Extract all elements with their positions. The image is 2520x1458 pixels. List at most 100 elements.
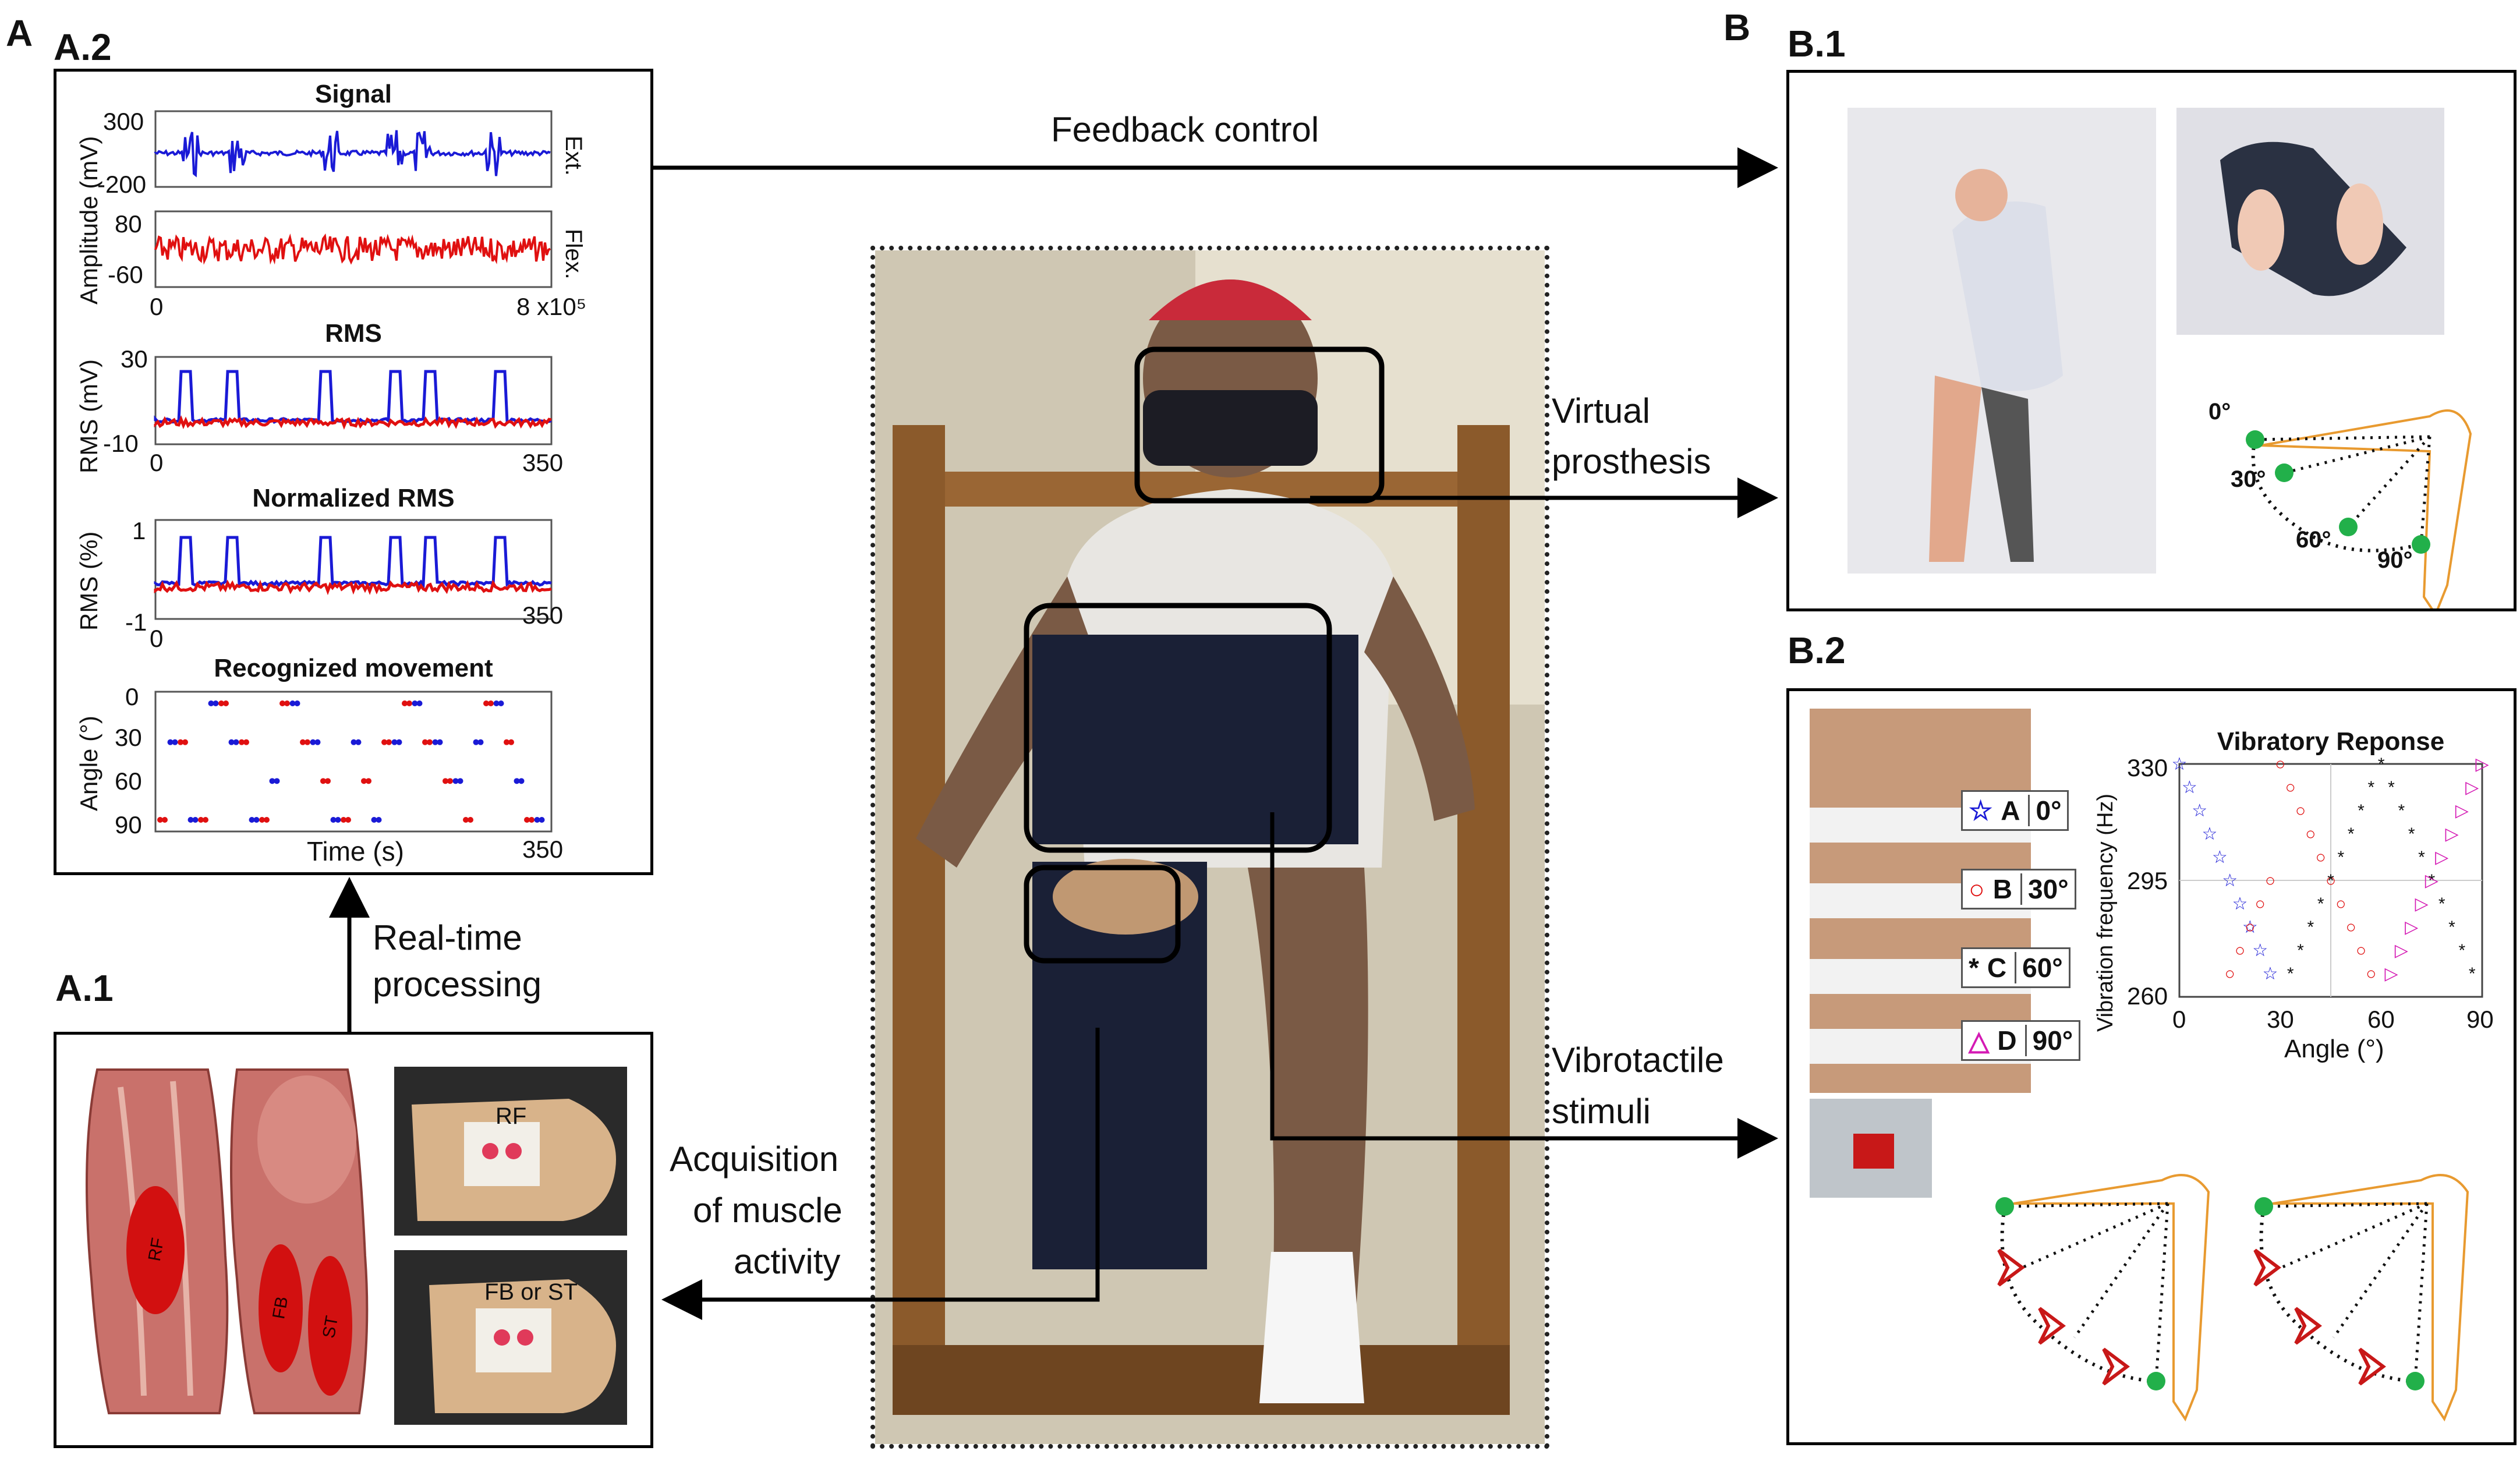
panel-label-a2: A.2 (54, 26, 112, 68)
chair-frame-left (893, 425, 945, 1415)
b1-angle-arc (2251, 439, 2422, 553)
subject-vr-headset (1143, 390, 1318, 466)
vib-point-d: ▷ (2455, 801, 2469, 820)
vib-point-c: * (2337, 848, 2344, 867)
flex-tick-bottom: -60 (108, 261, 143, 288)
move-dot (443, 778, 448, 784)
move-dot (300, 739, 306, 745)
vib-point-c: * (2438, 894, 2445, 914)
move-dot (504, 739, 509, 745)
move-dot (473, 739, 479, 745)
rms-axes (154, 356, 553, 445)
b2-vibro-svg: ☆☆☆☆☆☆☆☆☆☆○○○○○○○○○○○○○○○***************… (1810, 709, 2489, 1422)
vib-point-c: * (2458, 941, 2465, 960)
move-xtick-350: 350 (522, 836, 564, 863)
move-dot (493, 700, 500, 706)
highlight-stump (1024, 865, 1181, 964)
legend-letter: B (1992, 874, 2013, 904)
move-dot (355, 739, 362, 745)
b2-leg2-ray-90 (2413, 1203, 2429, 1382)
subject-right-arm (1364, 576, 1475, 821)
move-ytick-90: 90 (115, 811, 142, 838)
rms-ylabel: RMS (mV) (75, 359, 102, 473)
caption-acquisition-1: Acquisition (670, 1139, 839, 1179)
vib-point-c: * (2418, 848, 2425, 867)
vib-point-d: ▷ (2435, 848, 2448, 867)
vib-point-d: ▷ (2445, 824, 2458, 844)
vib-point-c: * (2448, 918, 2455, 937)
highlight-belt (1024, 603, 1332, 853)
b2-leg2-outline (2272, 1174, 2469, 1422)
move-dot (335, 817, 341, 823)
move-dot (498, 700, 504, 706)
move-dot (529, 817, 535, 823)
move-ytick-0: 0 (125, 683, 139, 710)
b1-ray-0 (2254, 435, 2430, 441)
b2-leg2-sensor-end (2406, 1372, 2425, 1390)
b2-leg2-ray-0 (2263, 1202, 2427, 1208)
move-dot (274, 778, 280, 784)
caption-vibro-2: stimuli (1552, 1092, 1651, 1131)
vib-point-c: * (2317, 894, 2324, 914)
avatar-hand-right-2 (2337, 183, 2383, 265)
move-dot (279, 700, 285, 706)
rms-ytick-bottom: -10 (103, 430, 139, 457)
vib-ytick-295: 295 (2127, 867, 2168, 894)
caption-feedback: Feedback control (1051, 110, 1319, 149)
move-dot (402, 700, 408, 706)
move-dot (213, 700, 219, 706)
move-dot (218, 700, 224, 706)
nrms-axes (154, 519, 553, 620)
legend-letter: A (2001, 795, 2020, 826)
b2-leg1-ray-90 (2154, 1203, 2169, 1382)
chair-frame-right (1457, 425, 1510, 1415)
vib-point-c: * (2367, 778, 2374, 797)
nrms-ytick-top: 1 (132, 517, 146, 544)
b2-leg2-tactor-2 (2294, 1307, 2322, 1345)
vib-xtick-90: 90 (2466, 1006, 2494, 1033)
move-dot (162, 817, 168, 823)
caption-acquisition-2: of muscle (693, 1191, 843, 1230)
vib-points: ☆☆☆☆☆☆☆☆☆☆○○○○○○○○○○○○○○○***************… (2172, 755, 2489, 983)
move-dot (366, 778, 371, 784)
vib-point-b: ○ (2316, 848, 2326, 867)
move-dot (203, 817, 208, 823)
a1-muscles-svg (86, 1067, 627, 1425)
move-dot (314, 739, 321, 745)
vib-point-a: ☆ (2222, 871, 2238, 890)
move-dot (178, 739, 183, 745)
caption-realtime-2: processing (373, 965, 542, 1004)
vib-point-b: ○ (2335, 894, 2346, 914)
vib-point-b: ○ (2275, 755, 2285, 774)
move-dot (243, 739, 249, 745)
vib-point-a: ☆ (2172, 755, 2188, 774)
nrms-ext-trace (154, 536, 552, 589)
move-dot (253, 817, 260, 823)
rms-ytick-top: 30 (121, 345, 148, 373)
ext-tick-top: 300 (103, 108, 144, 135)
b2-leg1-outline (2013, 1174, 2210, 1422)
muscle-label-fb: FB (269, 1295, 292, 1321)
stump-rf-electrode-1 (482, 1143, 498, 1159)
move-axes (154, 691, 553, 833)
center-photo-illustration (875, 250, 1545, 1444)
b1-virtual-box: 0° 30° 60° 90° (1786, 70, 2517, 611)
move-dot (345, 817, 351, 823)
vib-point-c: * (2398, 801, 2405, 820)
b1-virtual-svg (1847, 108, 2472, 608)
stump-rf-tape (464, 1122, 540, 1186)
legend-angle: 30° (2020, 873, 2069, 905)
move-dot (198, 817, 204, 823)
vib-point-b: ○ (2346, 918, 2356, 937)
b2-leg2-tactor-1 (2253, 1248, 2281, 1287)
a1-muscles-box: RF FB ST RF FB or ST (54, 1032, 653, 1448)
panel-label-b2: B.2 (1788, 629, 1846, 671)
vib-point-a: ☆ (2252, 941, 2268, 960)
move-xlabel: Time (s) (307, 836, 404, 866)
move-dot (386, 739, 392, 745)
move-dot (416, 700, 423, 706)
vib-point-b: ○ (2245, 918, 2255, 937)
